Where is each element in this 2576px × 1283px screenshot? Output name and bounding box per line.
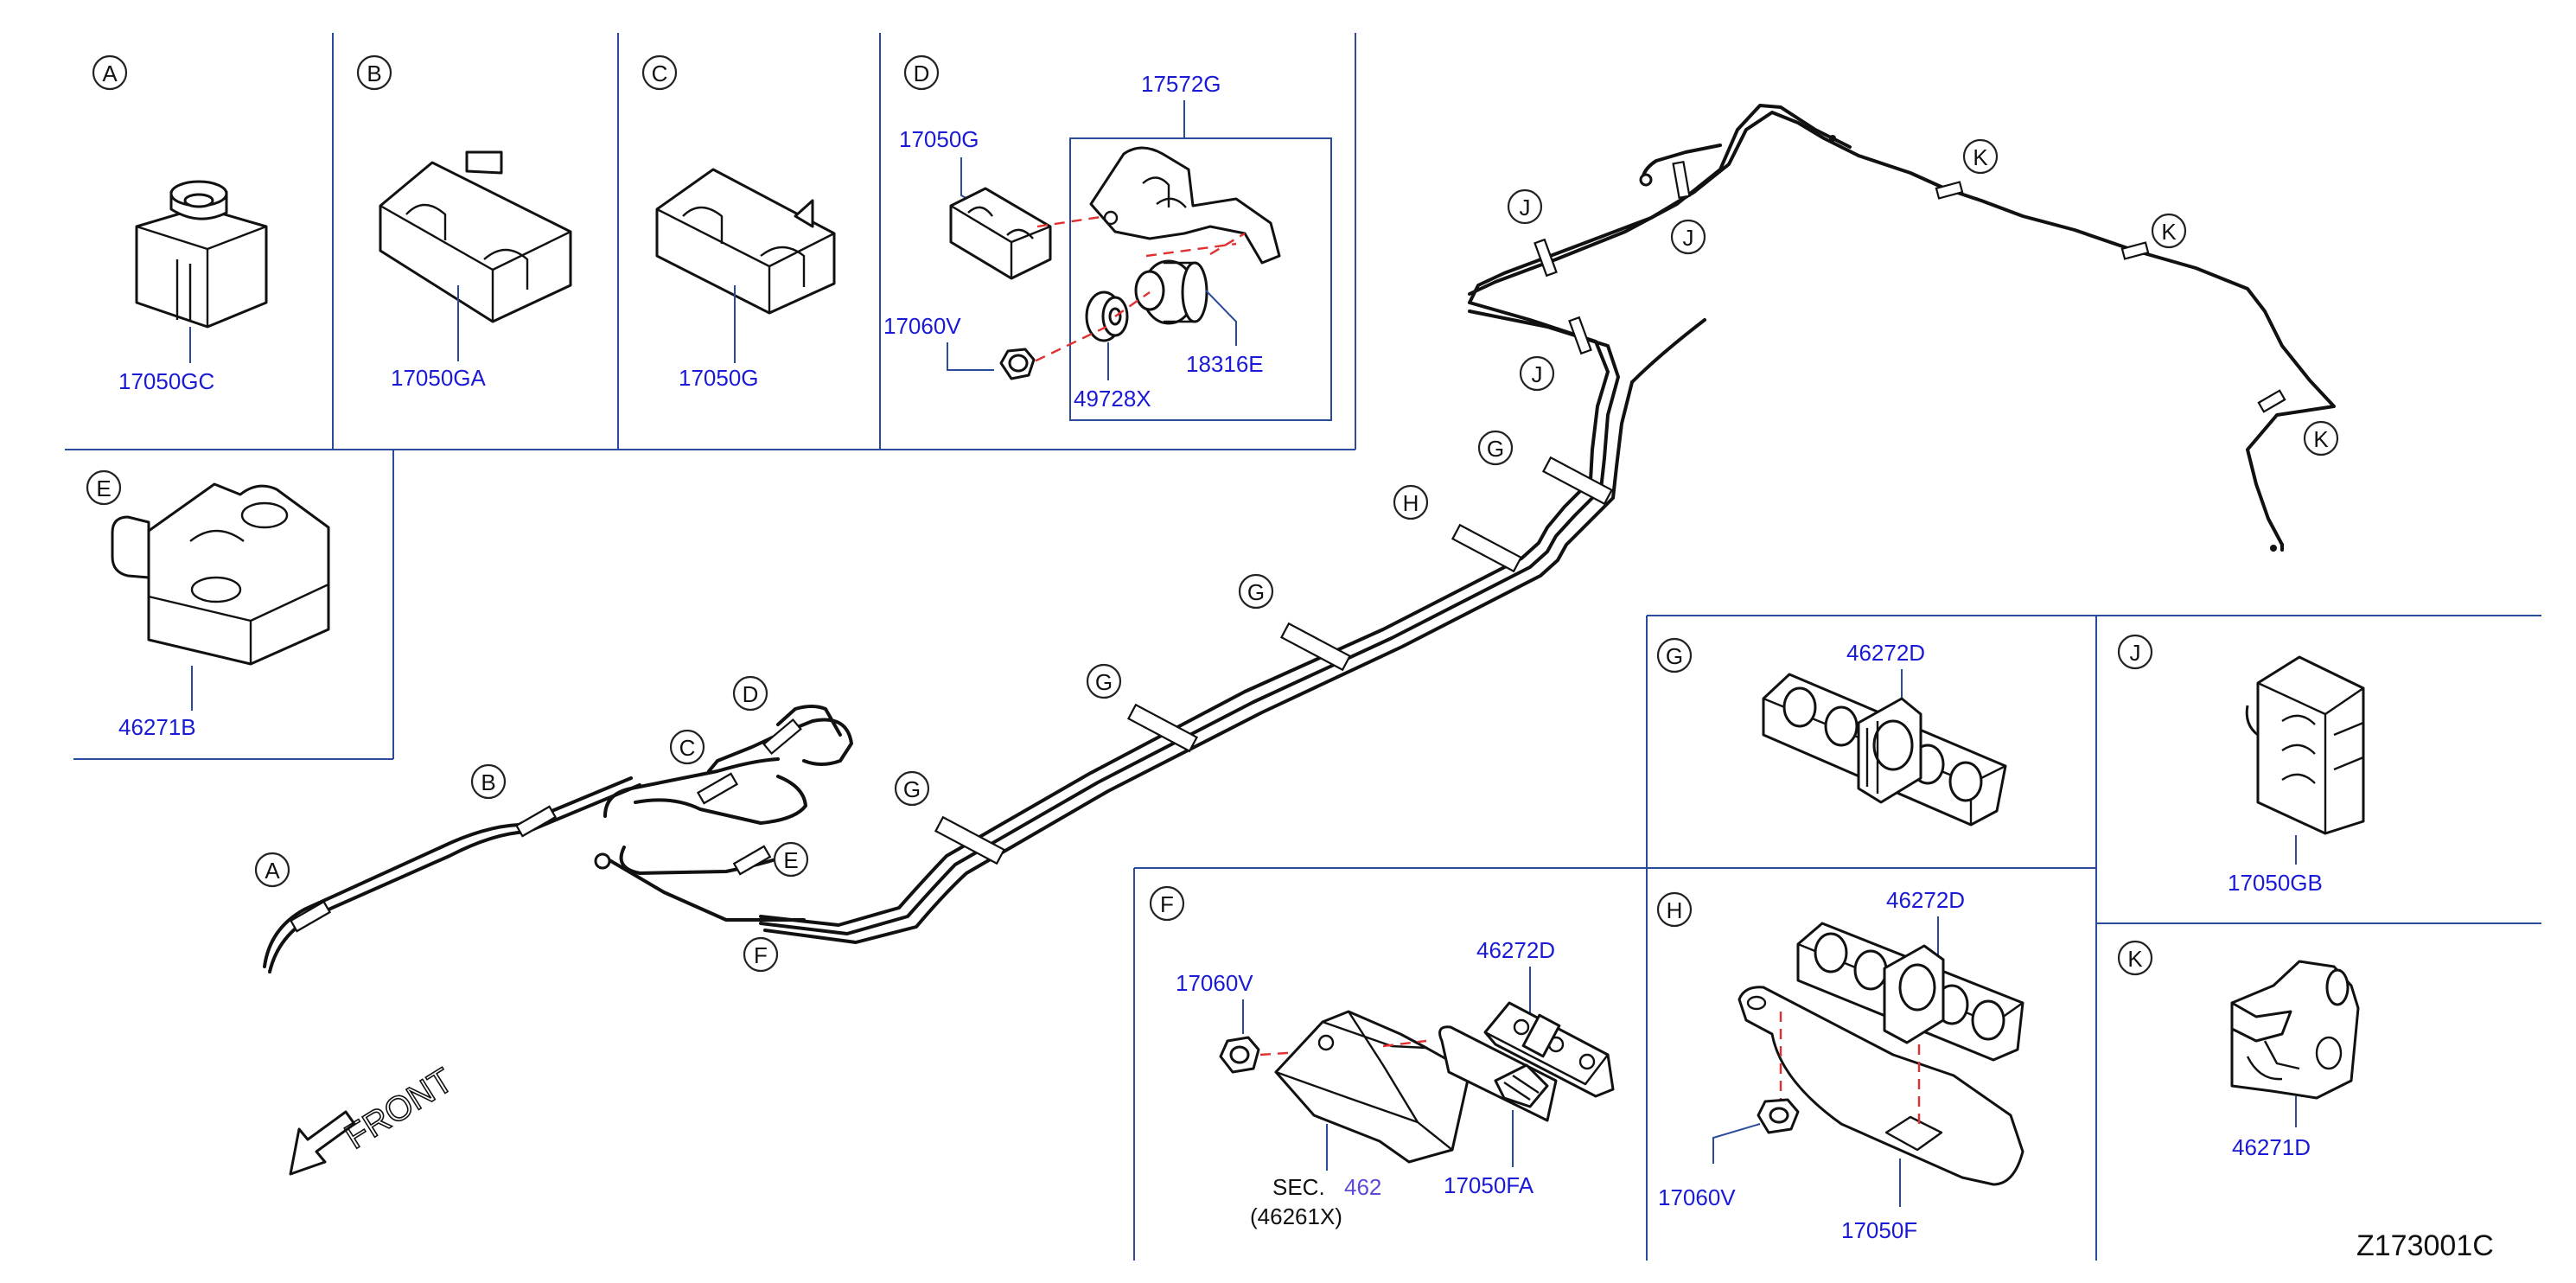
callout-letter-g: G bbox=[1666, 643, 1683, 669]
callout-letter-c: C bbox=[652, 61, 668, 86]
callout-c: C bbox=[679, 735, 696, 761]
washer-49728x-icon bbox=[1085, 290, 1129, 342]
callout-circle-j bbox=[2117, 634, 2153, 670]
callout-circle-k bbox=[2117, 940, 2153, 976]
callout-letter-f: F bbox=[1160, 891, 1174, 917]
clip-46271d-icon bbox=[2230, 960, 2360, 1100]
callout-g-1: G bbox=[903, 776, 921, 802]
callout-circle-d bbox=[903, 54, 940, 91]
callout-g-4: G bbox=[1487, 436, 1504, 462]
callout-j-1: J bbox=[1532, 361, 1543, 387]
diagram-id: Z173001C bbox=[2356, 1229, 2494, 1262]
clip-46272d-g-icon bbox=[1762, 673, 2007, 827]
part-number-46271b: 46271B bbox=[118, 714, 196, 740]
callout-j-2: J bbox=[1520, 195, 1531, 220]
callout-g-2: G bbox=[1095, 669, 1113, 695]
callout-h: H bbox=[1403, 490, 1419, 516]
part-number-17050f: 17050F bbox=[1841, 1217, 1917, 1243]
bracket-17050f-icon bbox=[1738, 986, 2024, 1186]
section-g: G 46272D bbox=[1656, 637, 2007, 827]
nut-17060v-icon bbox=[999, 348, 1036, 380]
routing-callouts: A B C D E F G G G H G J J J K K K bbox=[254, 138, 2339, 973]
section-f: F 17060V 46272D bbox=[1149, 885, 1615, 1229]
callout-k-2: K bbox=[2161, 219, 2177, 245]
callout-letter-b: B bbox=[367, 61, 381, 86]
clip-46272d-h-icon bbox=[1796, 922, 2024, 1062]
section-j: J 17050GB bbox=[2117, 634, 2365, 896]
panel-frames bbox=[65, 33, 2541, 1261]
callout-b: B bbox=[481, 769, 495, 795]
section-c: C 17050G bbox=[641, 54, 836, 391]
part-number-17572g: 17572G bbox=[1141, 71, 1221, 97]
part-number-17050gc: 17050GC bbox=[118, 368, 214, 394]
part-number-17060v-d: 17060V bbox=[883, 313, 961, 339]
callout-a: A bbox=[265, 858, 280, 884]
clip-46271b-icon bbox=[111, 482, 330, 666]
callout-letter-e: E bbox=[96, 476, 111, 501]
part-number-49728x: 49728X bbox=[1074, 386, 1151, 412]
nut-17060v-h-icon bbox=[1757, 1098, 1800, 1134]
clip-17050g-icon bbox=[655, 168, 836, 315]
part-number-46271d: 46271D bbox=[2232, 1134, 2311, 1160]
callout-circle-e bbox=[86, 469, 122, 506]
callout-k-3: K bbox=[2313, 426, 2329, 452]
callout-g-3: G bbox=[1247, 579, 1265, 605]
part-number-17050g-d: 17050G bbox=[899, 126, 979, 152]
callout-letter-k: K bbox=[2127, 946, 2143, 972]
clip-46272d-small-icon bbox=[1483, 1001, 1615, 1098]
front-arrow-icon: FRONT bbox=[289, 1061, 460, 1176]
callout-circle-c bbox=[641, 54, 678, 91]
clip-17050gb-icon bbox=[2245, 655, 2365, 835]
part-number-17050ga: 17050GA bbox=[391, 365, 487, 391]
part-number-46272d-h: 46272D bbox=[1886, 887, 1965, 913]
part-number-17060v-f: 17060V bbox=[1176, 970, 1253, 996]
pipe-routing bbox=[263, 104, 2336, 973]
part-number-46272d-f: 46272D bbox=[1476, 937, 1555, 963]
section-d: D 17572G 17050G 18316E bbox=[883, 54, 1332, 421]
clip-17050fa-icon bbox=[1438, 1025, 1558, 1122]
callout-circle-a bbox=[92, 54, 128, 91]
part-number-17050g-c: 17050G bbox=[679, 365, 759, 391]
callout-j-3: J bbox=[1683, 225, 1694, 251]
section-a: A 17050GC bbox=[92, 54, 268, 394]
callout-circle-g bbox=[1656, 637, 1693, 673]
sec-number: 462 bbox=[1344, 1174, 1381, 1200]
callout-k-1: K bbox=[1973, 144, 1988, 170]
grommet-18316e-icon bbox=[1134, 259, 1208, 325]
callout-letter-h: H bbox=[1667, 897, 1683, 923]
part-number-17060v-h: 17060V bbox=[1658, 1184, 1736, 1210]
part-number-17050fa: 17050FA bbox=[1444, 1172, 1534, 1198]
callout-letter-d: D bbox=[914, 61, 930, 86]
callout-letter-a: A bbox=[102, 61, 118, 86]
callout-letter-j: J bbox=[2130, 640, 2141, 666]
sec-label: SEC. bbox=[1272, 1174, 1325, 1200]
pipe-clips bbox=[289, 160, 2286, 933]
nut-17060v-f-icon bbox=[1219, 1036, 1260, 1074]
part-number-18316e: 18316E bbox=[1186, 351, 1264, 377]
section-h: H 46272D 17060V 17050F bbox=[1656, 887, 2024, 1243]
bracket-assembly-box bbox=[1069, 137, 1332, 421]
callout-f: F bbox=[754, 942, 768, 968]
section-b: B 17050GA bbox=[356, 54, 572, 391]
clip-17050g-small-icon bbox=[949, 187, 1052, 280]
callout-circle-b bbox=[356, 54, 392, 91]
callout-circle-f bbox=[1149, 885, 1185, 922]
callout-e: E bbox=[783, 847, 798, 873]
callout-d: D bbox=[743, 681, 759, 707]
bracket-17572g-icon bbox=[1089, 146, 1281, 265]
clip-17050gc-icon bbox=[135, 180, 268, 329]
clip-17050ga-icon bbox=[379, 150, 572, 323]
part-number-46272d-g: 46272D bbox=[1846, 640, 1925, 666]
section-k: K 46271D bbox=[2117, 940, 2360, 1160]
part-number-17050gb: 17050GB bbox=[2228, 870, 2323, 896]
section-e: E 46271B bbox=[86, 469, 330, 740]
front-label: FRONT bbox=[338, 1061, 459, 1156]
sec-reference: (46261X) bbox=[1250, 1203, 1342, 1229]
callout-circle-h bbox=[1656, 891, 1693, 928]
